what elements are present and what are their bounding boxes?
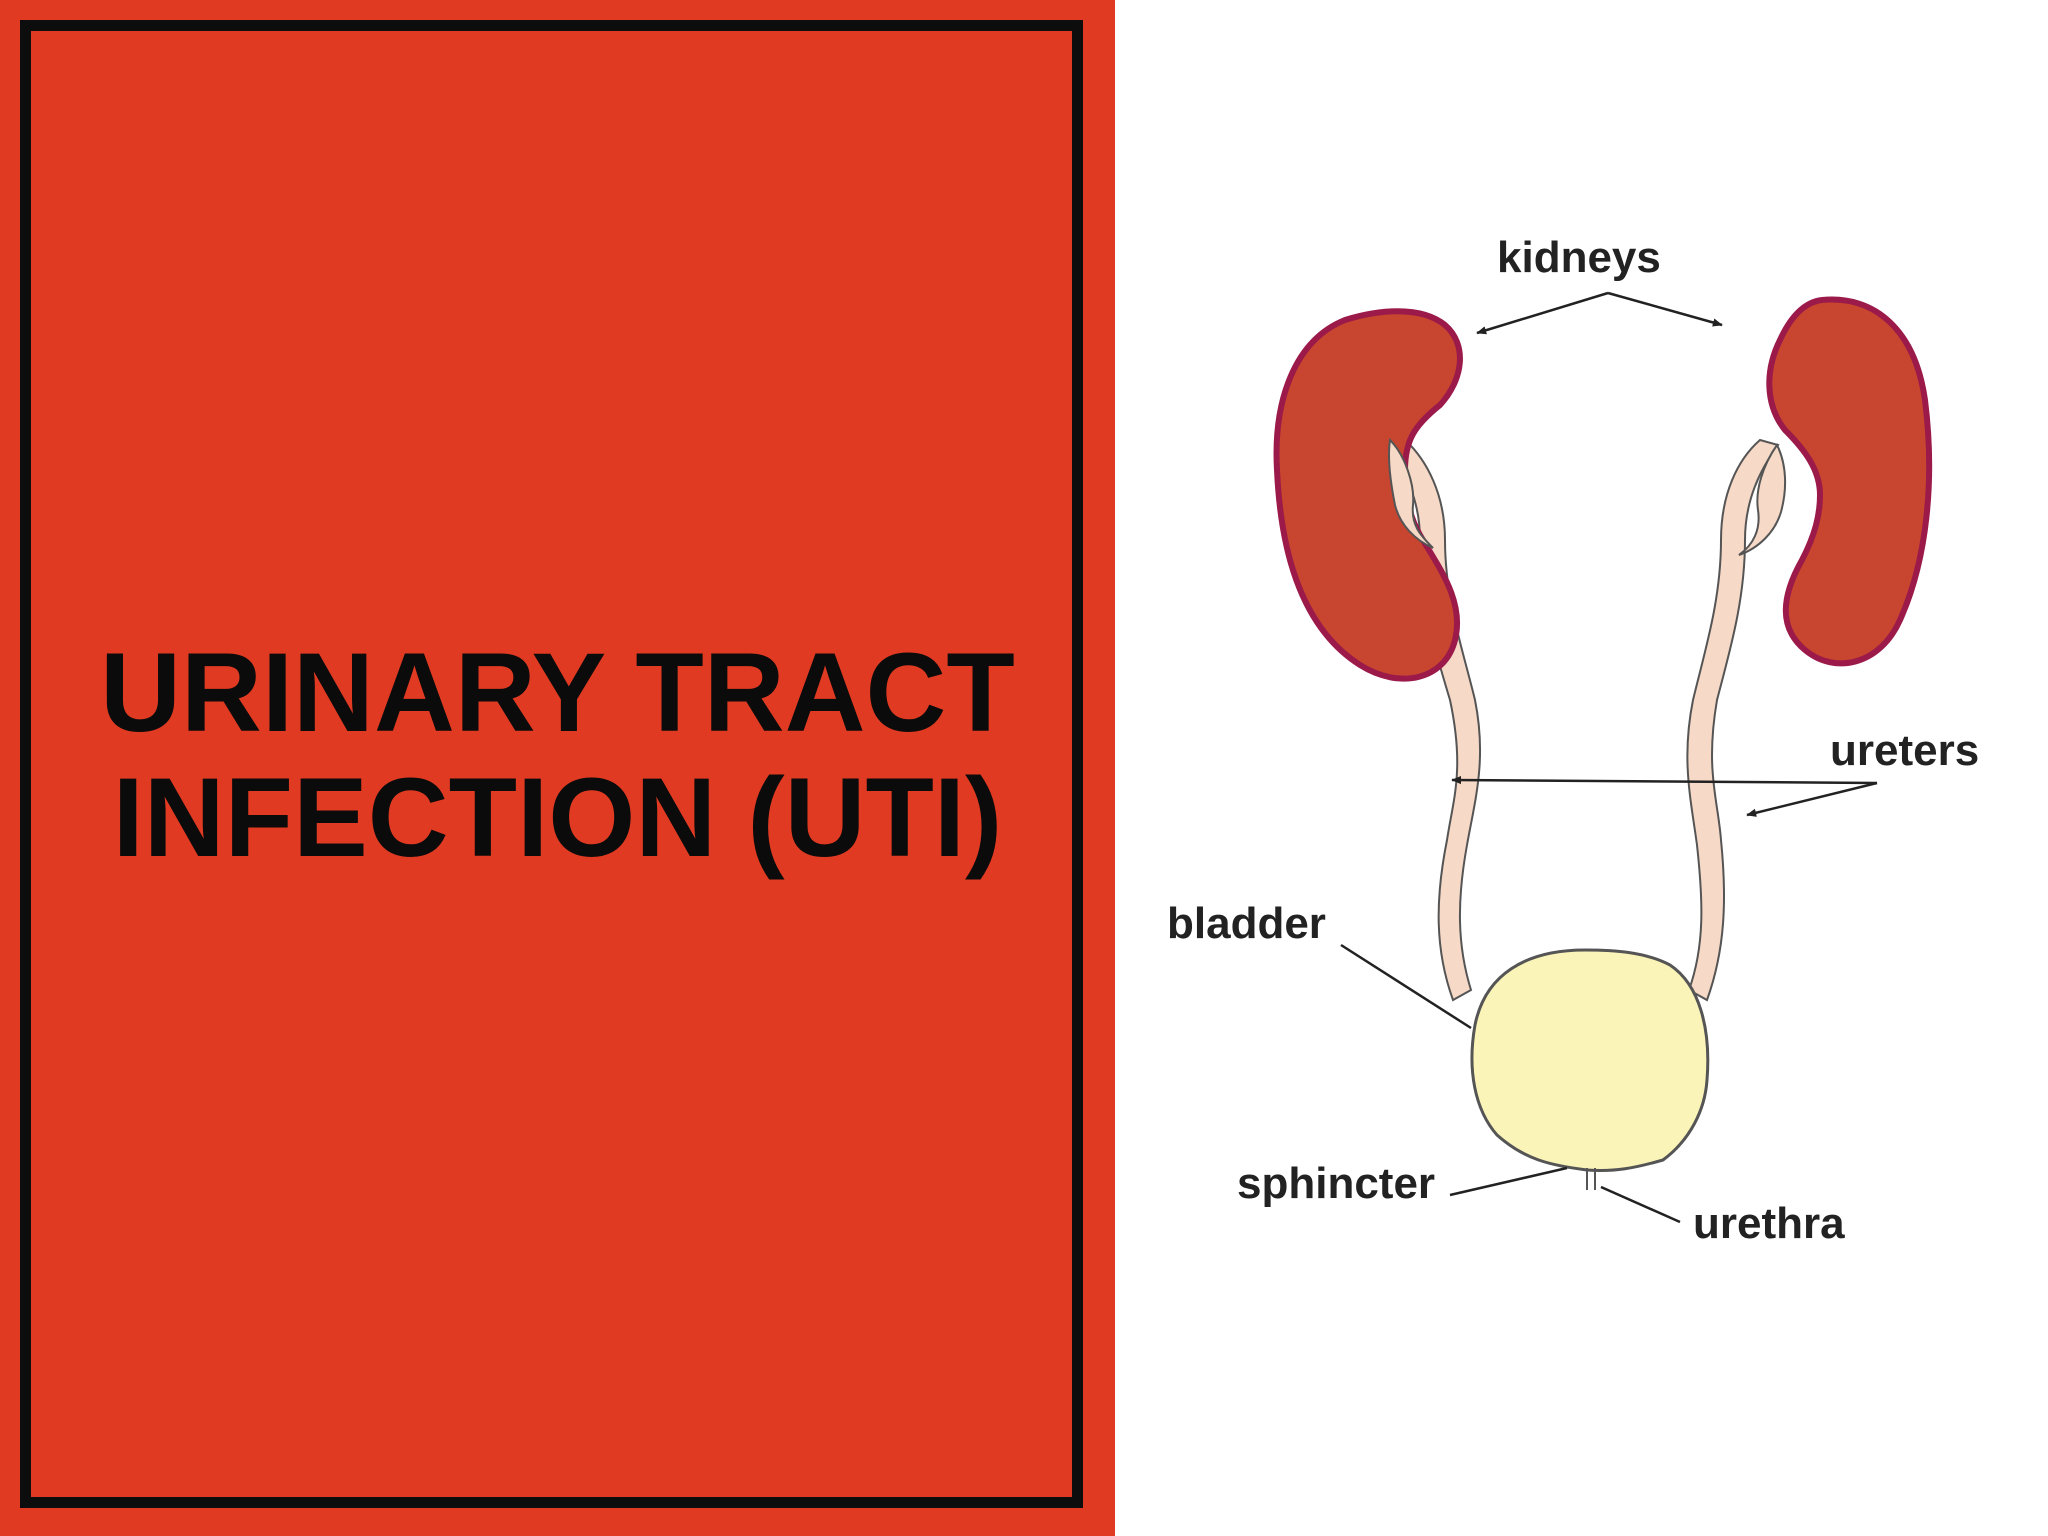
slide-title: URINARY TRACT INFECTION (UTI) xyxy=(26,630,1089,880)
label-ureters: ureters xyxy=(1830,726,1979,775)
bladder-leader-line xyxy=(1340,943,1472,1030)
urethra xyxy=(1586,1168,1596,1190)
label-urethra: urethra xyxy=(1693,1199,1845,1248)
slide-title-line-1: URINARY TRACT xyxy=(100,630,1015,755)
title-frame xyxy=(20,20,1083,1508)
label-sphincter: sphincter xyxy=(1237,1159,1435,1208)
left-kidney xyxy=(1273,308,1463,682)
kidneys-arrows xyxy=(1476,291,1723,335)
urinary-tract-diagram: kidneys ureters bladder sphincter urethr… xyxy=(1115,0,2048,1536)
left-renal-pelvis xyxy=(1387,437,1434,549)
label-bladder: bladder xyxy=(1167,899,1326,948)
sphincter-leader-line xyxy=(1449,1166,1568,1197)
slide-title-line-2: INFECTION (UTI) xyxy=(112,755,1003,880)
title-panel xyxy=(0,0,1115,1536)
bladder xyxy=(1470,948,1710,1172)
urethra-leader-line xyxy=(1600,1185,1681,1224)
right-kidney xyxy=(1766,296,1933,667)
diagram-canvas: kidneys ureters bladder sphincter urethr… xyxy=(1167,233,1979,1248)
ureters-arrows xyxy=(1451,775,1878,817)
label-kidneys: kidneys xyxy=(1497,233,1661,282)
right-renal-pelvis xyxy=(1738,443,1787,556)
